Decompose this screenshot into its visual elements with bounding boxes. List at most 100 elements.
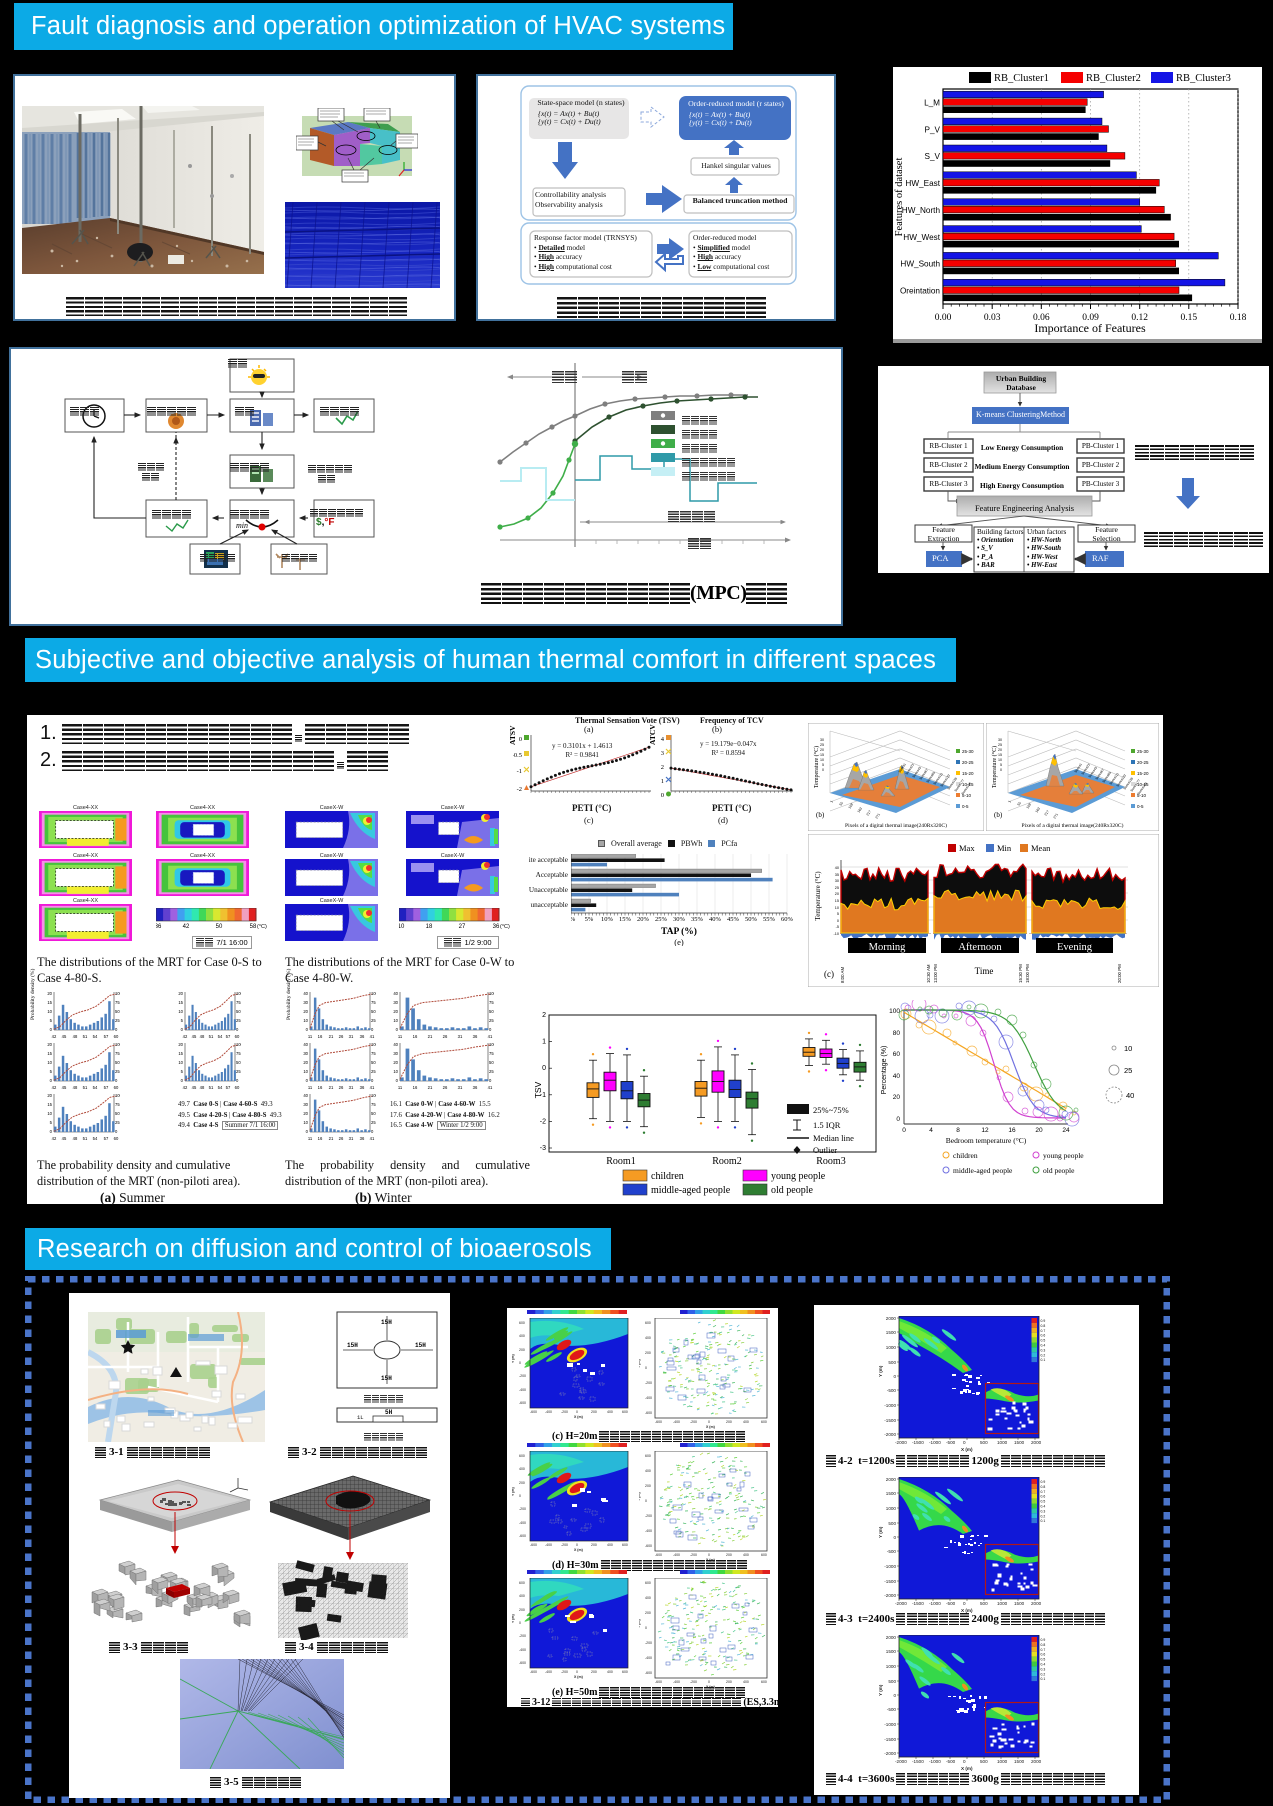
svg-text:15: 15: [998, 753, 1002, 757]
svg-text:0.9: 0.9: [1041, 1319, 1046, 1323]
svg-text:-600: -600: [530, 1543, 537, 1547]
svg-text:80: 80: [893, 1030, 901, 1037]
svg-text:36: 36: [473, 1085, 478, 1090]
svg-text:Series23: Series23: [905, 763, 916, 776]
svg-text:-400: -400: [645, 1396, 652, 1400]
svg-text:41: 41: [370, 1034, 375, 1039]
svg-text:0: 0: [50, 1078, 53, 1083]
svg-text:0: 0: [306, 1078, 309, 1083]
svg-text:0.3: 0.3: [1041, 1348, 1046, 1352]
svg-text:25%: 25%: [655, 916, 668, 923]
svg-text:Y (m): Y (m): [512, 1354, 515, 1363]
svg-text:45: 45: [62, 1085, 67, 1090]
svg-text:1500: 1500: [886, 1649, 897, 1654]
svg-text:57: 57: [226, 1085, 231, 1090]
svg-text:0: 0: [115, 1027, 118, 1032]
svg-text:-1: -1: [540, 1092, 546, 1099]
svg-text:Median line: Median line: [813, 1133, 854, 1143]
svg-text:163: 163: [1035, 807, 1042, 814]
svg-text:1L: 1L: [357, 1414, 364, 1421]
svg-text:Series45: Series45: [912, 766, 923, 779]
svg-text:600: 600: [519, 1454, 525, 1458]
svg-text:50: 50: [236, 1060, 241, 1065]
svg-text:31: 31: [458, 1034, 463, 1039]
svg-text:25: 25: [236, 1069, 241, 1074]
svg-text:0: 0: [181, 1027, 184, 1032]
svg-text:10: 10: [47, 1111, 52, 1116]
svg-text:500: 500: [980, 1601, 988, 1606]
svg-text:-2000: -2000: [884, 1432, 896, 1437]
svg-text:5: 5: [50, 1018, 53, 1023]
svg-text:1000: 1000: [997, 1440, 1008, 1445]
svg-text:30: 30: [393, 1000, 398, 1005]
svg-text:50: 50: [371, 1009, 376, 1014]
svg-text:0.1: 0.1: [1041, 1519, 1046, 1523]
svg-text:-1000: -1000: [884, 1564, 896, 1569]
svg-text:11: 11: [308, 1136, 313, 1141]
svg-text:L_M: L_M: [924, 98, 940, 107]
svg-text:30: 30: [303, 1102, 308, 1107]
svg-text:54: 54: [93, 1136, 98, 1141]
svg-text:-400: -400: [519, 1648, 526, 1652]
svg-text:5H: 5H: [385, 1409, 393, 1416]
svg-text:0%: 0%: [571, 916, 576, 923]
svg-text:400: 400: [519, 1467, 525, 1471]
svg-text:24: 24: [1062, 1127, 1070, 1134]
svg-text:0.2: 0.2: [1041, 1514, 1046, 1518]
svg-text:21: 21: [329, 1034, 334, 1039]
svg-text:0: 0: [576, 1670, 578, 1674]
svg-text:11: 11: [398, 1034, 403, 1039]
svg-text:25: 25: [489, 1018, 494, 1023]
svg-text:51: 51: [83, 1034, 88, 1039]
svg-text:45: 45: [192, 1085, 197, 1090]
svg-text:57: 57: [104, 1034, 109, 1039]
svg-text:26: 26: [339, 1136, 344, 1141]
svg-text:middle-aged people: middle-aged people: [651, 1185, 731, 1196]
svg-text:3: 3: [661, 750, 664, 757]
svg-text:27: 27: [459, 924, 466, 930]
svg-text:0.7: 0.7: [1041, 1648, 1046, 1652]
svg-text:0: 0: [822, 768, 824, 772]
svg-text:20: 20: [47, 1042, 52, 1047]
svg-text:Series155: Series155: [947, 776, 959, 790]
svg-text:600: 600: [519, 1321, 525, 1325]
svg-text:600: 600: [761, 1680, 767, 1684]
svg-text:-200: -200: [519, 1634, 526, 1638]
svg-text:25: 25: [371, 1069, 376, 1074]
svg-text:0: 0: [115, 1129, 118, 1134]
svg-text:X (m): X (m): [961, 1447, 973, 1452]
svg-text:50%: 50%: [745, 916, 758, 923]
svg-text:30: 30: [835, 879, 839, 883]
svg-text:-500: -500: [946, 1759, 956, 1764]
svg-text:1500: 1500: [1014, 1759, 1025, 1764]
svg-text:75: 75: [371, 1051, 376, 1056]
svg-text:0: 0: [489, 1078, 492, 1083]
svg-text:42: 42: [183, 1085, 188, 1090]
svg-text:41: 41: [370, 1085, 375, 1090]
svg-text:Series111: Series111: [1109, 772, 1120, 786]
svg-text:-200: -200: [519, 1507, 526, 1511]
svg-text:1000: 1000: [886, 1345, 897, 1350]
svg-text:600: 600: [761, 1553, 767, 1557]
svg-text:0: 0: [542, 1065, 546, 1072]
svg-text:20: 20: [893, 1094, 901, 1101]
svg-text:-1000: -1000: [929, 1601, 941, 1606]
svg-text:-400: -400: [673, 1553, 680, 1557]
svg-text:0.9: 0.9: [1041, 1638, 1046, 1642]
svg-text:20: 20: [303, 1009, 308, 1014]
svg-text:1: 1: [542, 1039, 546, 1046]
svg-text:0.18: 0.18: [1230, 313, 1247, 323]
svg-text:500: 500: [888, 1679, 896, 1684]
svg-text:2000: 2000: [1031, 1759, 1042, 1764]
svg-text:0: 0: [519, 1361, 521, 1365]
svg-text:10: 10: [47, 1060, 52, 1065]
svg-text:54: 54: [218, 1034, 223, 1039]
svg-text:-1000: -1000: [884, 1403, 896, 1408]
svg-text:0.2: 0.2: [1041, 1672, 1046, 1676]
svg-text:10:30 AM: 10:30 AM: [926, 964, 931, 983]
svg-text:-600: -600: [519, 1661, 526, 1665]
svg-text:-1000: -1000: [929, 1759, 941, 1764]
svg-text:-200: -200: [519, 1374, 526, 1378]
svg-text:400: 400: [607, 1670, 613, 1674]
svg-text:75: 75: [489, 1051, 494, 1056]
